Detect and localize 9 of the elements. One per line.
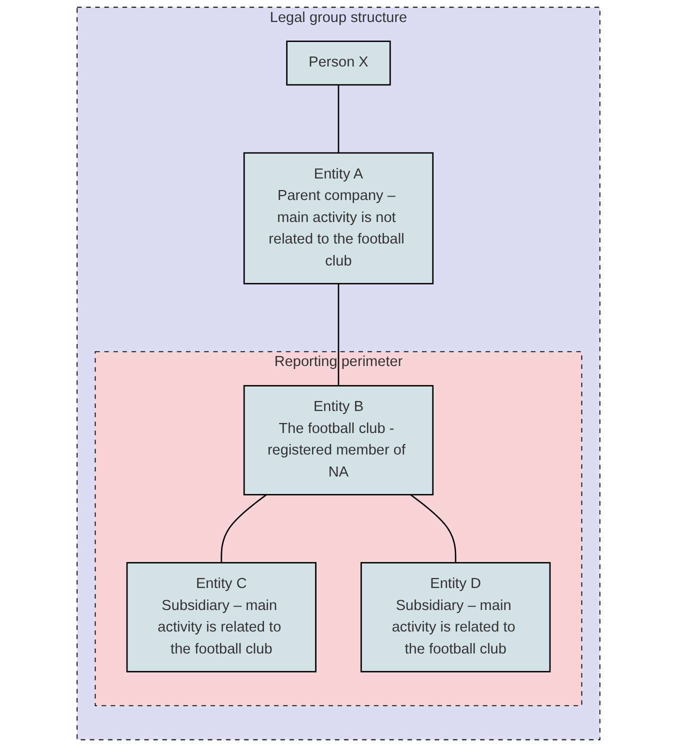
connector	[410, 494, 456, 563]
connector	[338, 84, 340, 153]
node-box: Entity A Parent company – main activity is not related to the football club	[243, 152, 434, 284]
node-box: Entity B The football club - registered member of NA	[243, 385, 434, 496]
node-box: Entity D Subsidiary – main activity is related to the football club	[360, 562, 551, 672]
connector	[338, 284, 340, 386]
node-box: Entity C Subsidiary – main activity is related to the football club	[126, 562, 316, 672]
connector	[220, 494, 267, 563]
node-box: Person X	[286, 40, 391, 86]
